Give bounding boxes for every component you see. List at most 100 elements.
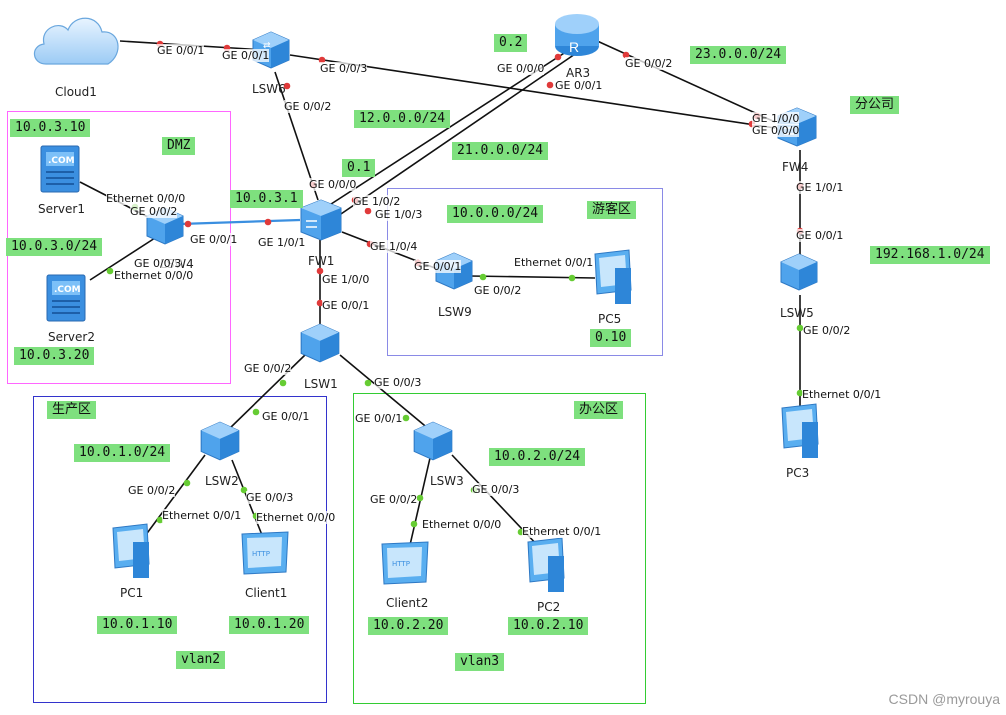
production-title: 生产区 [47, 401, 97, 419]
client1-icon[interactable]: HTTP [238, 528, 292, 580]
pc1-ip-tag: 10.0.1.10 [97, 616, 178, 634]
pc5-ip-tag: 0.10 [590, 329, 632, 347]
lsw6-label: LSW6 [252, 82, 286, 96]
pc2-ip-tag: 10.0.2.10 [508, 617, 589, 635]
port-label: GE 0/0/1 [190, 233, 238, 246]
svg-text:R: R [569, 39, 579, 55]
dmz-net-tag: 10.0.3.0/24 [6, 238, 103, 256]
port-label: GE 0/0/2 [625, 57, 673, 70]
link-lsw1-lsw2 [227, 354, 306, 431]
client1-ip-tag: 10.0.1.20 [229, 616, 310, 634]
pc1-icon[interactable] [103, 522, 157, 582]
port-label: Ethernet 0/0/0 [422, 518, 502, 531]
port-label: GE 0/0/1 [355, 412, 403, 425]
port-label: Ethernet 0/0/1 [514, 256, 594, 269]
link-lsw4-fw1 [179, 218, 301, 226]
server2-label: Server2 [48, 330, 95, 344]
server1-ip-tag: 10.0.3.10 [10, 119, 91, 137]
client1-label: Client1 [245, 586, 288, 600]
dmz-title: DMZ [162, 137, 196, 155]
branch-title: 分公司 [850, 96, 900, 114]
lsw5-label: LSW5 [780, 306, 814, 320]
port-label: GE 1/0/0 [752, 112, 800, 125]
client2-icon[interactable]: HTTP [378, 538, 432, 590]
guest-title: 游客区 [587, 201, 637, 219]
pc5-icon[interactable] [585, 248, 639, 308]
lsw1-label: LSW1 [304, 377, 338, 391]
server1-icon[interactable]: .COM [38, 142, 84, 196]
ar3-icon[interactable]: R [552, 8, 602, 60]
zone-office [353, 393, 646, 704]
dmz-gw-tag: 10.0.3.1 [230, 190, 303, 208]
fw1-icon[interactable] [297, 196, 345, 244]
lsw2-icon[interactable] [197, 418, 243, 464]
port-label: Ethernet 0/0/1 [162, 509, 242, 522]
net-12-tag: 12.0.0.0/24 [354, 110, 451, 128]
link-lsw1-lsw3 [339, 354, 431, 431]
net-21-tag: 21.0.0.0/24 [452, 142, 549, 160]
port-label: GE 1/0/2 [353, 195, 401, 208]
port-label: Ethernet 0/0/0 [256, 511, 336, 524]
net-23-tag: 23.0.0.0/24 [690, 46, 787, 64]
server2-ip-tag: 10.0.3.20 [14, 347, 95, 365]
lsw3-label: LSW3 [430, 474, 464, 488]
port-label: Ethernet 0/0/0 [106, 192, 186, 205]
lsw2-label: LSW2 [205, 474, 239, 488]
lsw3-icon[interactable] [410, 418, 456, 464]
svg-text:⇄: ⇄ [263, 41, 271, 51]
port-label: GE 0/0/3 [246, 491, 294, 504]
office-net-tag: 10.0.2.0/24 [489, 448, 586, 466]
pc5-label: PC5 [598, 312, 622, 326]
cloud1-label: Cloud1 [55, 85, 97, 99]
port-label: GE 0/0/2 [474, 284, 522, 297]
port-label: GE 0/0/2 [284, 100, 332, 113]
svg-text:.COM: .COM [48, 156, 75, 166]
port-label: GE 1/0/4 [370, 240, 418, 253]
port-label: GE 0/0/1 [414, 260, 462, 273]
cloud1-icon[interactable] [28, 10, 124, 72]
server1-label: Server1 [38, 202, 85, 216]
ar3-label: AR3 [566, 66, 591, 80]
client2-ip-tag: 10.0.2.20 [368, 617, 449, 635]
port-label: GE 0/0/1 [157, 44, 205, 57]
server2-icon[interactable]: .COM [44, 271, 90, 325]
zone-production [33, 396, 327, 703]
port-label: GE 0/0/3 [374, 376, 422, 389]
office-title: 办公区 [574, 401, 624, 419]
zone-guest [387, 188, 663, 356]
port-label: GE 1/0/1 [796, 181, 844, 194]
pc2-label: PC2 [537, 600, 561, 614]
client2-label: Client2 [386, 596, 429, 610]
port-label: GE 0/0/0 [752, 124, 800, 137]
port-label: GE 1/0/3 [375, 208, 423, 221]
port-label: GE 0/0/2 [370, 493, 418, 506]
port-label: GE 0/0/1 [322, 299, 370, 312]
fw1-ip-tag: 0.1 [342, 159, 376, 177]
port-label: Ethernet 0/0/1 [802, 388, 882, 401]
vlan2-tag: vlan2 [176, 651, 226, 669]
port-label: GE 0/0/1 [796, 229, 844, 242]
lsw5-icon[interactable] [777, 250, 821, 294]
port-label: GE 0/0/2 [128, 484, 176, 497]
port-label: GE 0/0/1 [555, 79, 603, 92]
link-lsw3-client2 [409, 457, 431, 546]
link-lsw4-server2 [89, 237, 156, 281]
pc3-icon[interactable] [772, 402, 826, 462]
port-label: Ethernet 0/0/0 [114, 269, 194, 282]
lsw1-icon[interactable] [297, 320, 343, 366]
port-label: GE 0/0/3 [472, 483, 520, 496]
pc1-label: PC1 [120, 586, 144, 600]
pc2-icon[interactable] [518, 536, 572, 596]
fw1-label: FW1 [308, 254, 335, 268]
branch-net-tag: 192.168.1.0/24 [870, 246, 990, 264]
port-label: GE 0/0/1 [262, 410, 310, 423]
fw4-label: FW4 [782, 160, 809, 174]
link-ar3-fw1-b [337, 51, 579, 217]
port-label: GE 0/0/2 [244, 362, 292, 375]
svg-text:HTTP: HTTP [252, 550, 270, 558]
watermark: CSDN @myrouya [888, 691, 1000, 707]
port-label: GE 1/0/1 [258, 236, 306, 249]
link-lsw9-pc5 [469, 275, 596, 279]
port-label: GE 0/0/2 [130, 205, 178, 218]
port-label: GE 0/0/3 [320, 62, 368, 75]
